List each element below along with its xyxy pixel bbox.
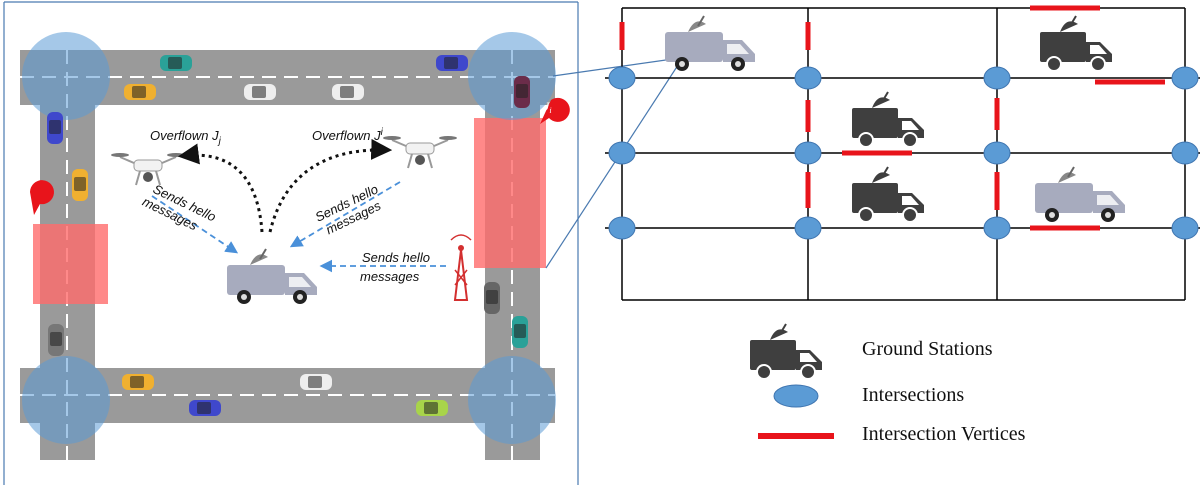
grid-vertices	[619, 5, 1165, 231]
grid-van-dark-1	[1039, 15, 1113, 72]
hello-arrow-left	[151, 195, 239, 254]
grid-network	[605, 5, 1200, 301]
legend-intersection-vertices: Intersection Vertices	[862, 423, 1025, 446]
jammer-left-sub: j	[26, 202, 30, 211]
overflown-arc-right	[268, 138, 393, 233]
hello-arrow-right	[289, 181, 401, 248]
overflown-left-label: Overflown Jj	[150, 128, 222, 147]
svg-text:Ji: Ji	[544, 99, 552, 115]
grid-van-light-2	[1034, 166, 1126, 223]
drone-right-icon	[382, 135, 458, 169]
hello-left-label: Sends hello messages	[140, 179, 222, 240]
overflown-arc-left	[177, 143, 264, 233]
jammer-right-sub: i	[549, 106, 551, 115]
grid-intersections	[608, 66, 1199, 240]
legend-intersections-label: Intersections	[862, 384, 965, 406]
jammer-marker-left: Jj	[22, 180, 54, 215]
svg-text:Jj: Jj	[22, 195, 30, 211]
grid-van-dark-2	[851, 91, 925, 148]
legend-intersection-icon	[773, 384, 819, 408]
legend-ground-station-icon	[749, 323, 823, 380]
zoom-connector-bottom	[545, 61, 681, 269]
jamming-zone-left	[33, 224, 108, 304]
jammer-marker-right: Ji	[540, 97, 570, 124]
grid-van-dark-3	[851, 166, 925, 223]
cell-tower-icon	[450, 234, 472, 301]
jammer-left-label: J	[22, 195, 28, 209]
legend-intersection-vertices-label: Intersection Vertices	[862, 423, 1026, 445]
legend-ground-stations-label: Ground Stations	[862, 338, 993, 360]
jamming-zone-right	[474, 118, 546, 268]
drone-left-icon	[110, 152, 186, 186]
overflown-right-label: Overflown Ji	[312, 127, 384, 143]
grid-van-light-1	[664, 15, 756, 72]
legend-intersections: Intersections	[862, 384, 964, 407]
ground-station-van-icon	[226, 248, 318, 305]
jammer-right-label: J	[544, 99, 550, 113]
hello-tower-label: Sends hello messages	[360, 250, 434, 284]
road-intersections	[22, 32, 556, 444]
zoom-connector-top	[552, 57, 681, 77]
legend-ground-stations: Ground Stations	[862, 338, 993, 361]
hello-right-label: Sends hello messages	[313, 180, 391, 239]
left-panel-scene: Jj Ji Overflown J	[3, 1, 579, 485]
